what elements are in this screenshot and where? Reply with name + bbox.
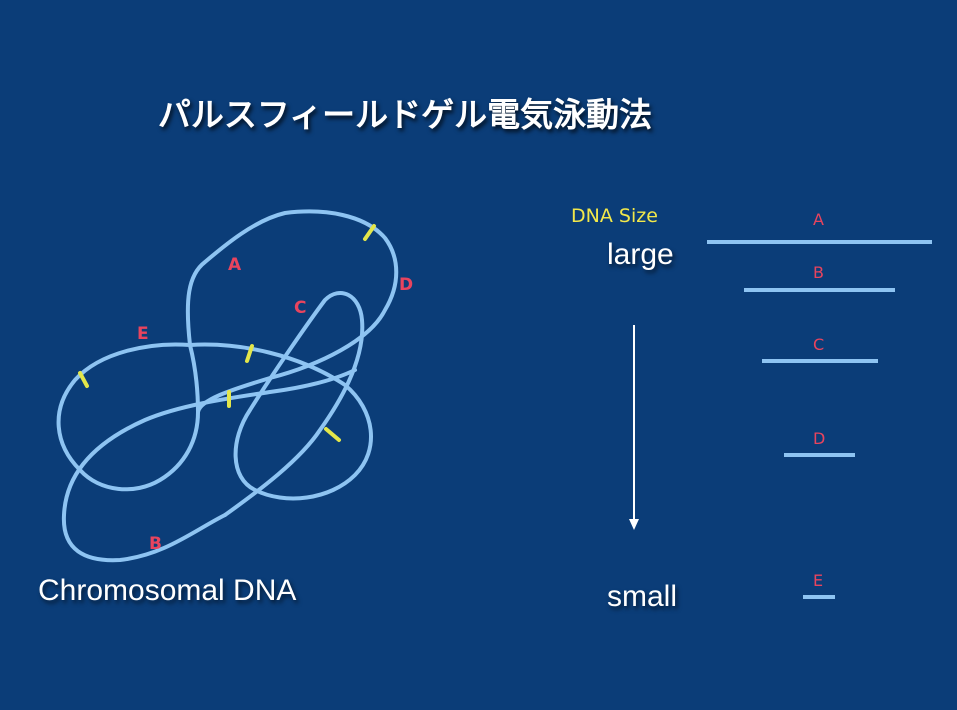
dna-strand-left: [56, 342, 200, 492]
page-title: パルスフィールドゲル電気泳動法: [157, 95, 653, 134]
fragment-label-d: D: [399, 275, 413, 295]
fragment-label-a: A: [228, 255, 242, 275]
fragment-label-c: C: [294, 298, 306, 318]
cut-mark: [324, 427, 341, 442]
large-label: large: [607, 238, 674, 271]
small-label: small: [607, 580, 678, 613]
dna-strand-cross: [188, 290, 373, 517]
band-label-c: C: [813, 335, 824, 354]
cut-marks: [78, 224, 376, 442]
band-label-e: E: [813, 571, 823, 590]
cut-mark: [363, 224, 376, 241]
cut-mark: [78, 371, 89, 388]
fragment-label-b: B: [149, 534, 162, 554]
dna-size-label: DNA Size: [571, 205, 658, 227]
cut-mark: [245, 344, 254, 363]
gel-bands: [707, 240, 932, 599]
arrow-head-icon: [629, 519, 639, 530]
chromosome-caption: Chromosomal DNA: [38, 574, 297, 607]
dna-strand-upper: [185, 209, 399, 414]
band-label-b: B: [813, 263, 824, 282]
band-label-a: A: [813, 210, 824, 229]
dna-strand-lower: [61, 368, 357, 563]
fragment-label-e: E: [137, 324, 149, 344]
band-label-d: D: [813, 429, 825, 448]
